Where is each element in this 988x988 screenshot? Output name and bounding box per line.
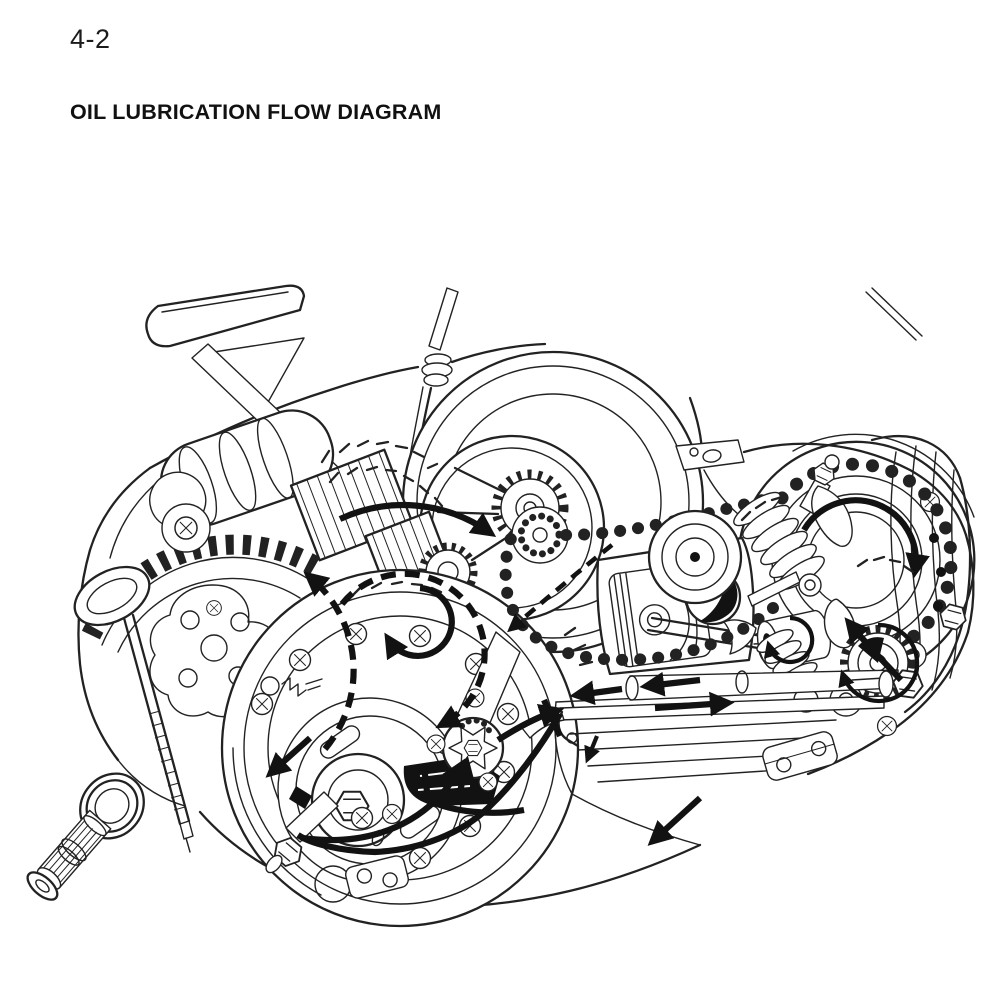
flow-arrow bbox=[339, 570, 488, 729]
case-bracket bbox=[345, 855, 409, 899]
flow-arrow bbox=[801, 497, 930, 579]
brake-rod bbox=[865, 287, 923, 341]
cover-screw-icon bbox=[206, 600, 222, 616]
flow-arrow bbox=[303, 571, 357, 751]
shaft-screw-icon bbox=[174, 516, 198, 540]
valve-stem bbox=[747, 571, 801, 607]
spring-screw-icon bbox=[281, 677, 323, 697]
oil-splash-marks bbox=[320, 439, 444, 508]
flow-arrow bbox=[844, 617, 904, 683]
wrist-pin bbox=[638, 604, 671, 636]
flow-arrow bbox=[496, 703, 565, 743]
crank-nose bbox=[285, 791, 339, 843]
oil-pump bbox=[403, 631, 563, 816]
head-screw-icon bbox=[876, 715, 898, 737]
flow-arrow bbox=[763, 615, 815, 665]
ball-bearing-icon bbox=[532, 527, 548, 543]
gear-selector-drum bbox=[149, 409, 335, 553]
pump-screw-icon bbox=[478, 772, 498, 792]
flow-arrow bbox=[838, 622, 920, 704]
oil-flow-arrows bbox=[265, 497, 930, 856]
cover-screw-icon bbox=[288, 648, 312, 672]
cover-screw-icon bbox=[250, 692, 274, 716]
cover-screw-icon bbox=[408, 624, 432, 648]
flow-arrow bbox=[450, 755, 475, 793]
oil-dipstick bbox=[73, 565, 194, 853]
cover-screw-icon bbox=[496, 702, 520, 726]
cover-screw-icon bbox=[408, 846, 432, 870]
engine-mount-lug bbox=[762, 731, 838, 781]
flow-arrow bbox=[384, 584, 455, 661]
flow-arrow bbox=[569, 680, 623, 706]
flow-arrow bbox=[647, 795, 703, 846]
mount-blade bbox=[145, 284, 306, 421]
oil-splash-marks bbox=[563, 495, 915, 667]
pump-screw-icon bbox=[426, 734, 446, 754]
output-shaft bbox=[26, 772, 145, 901]
chain-guide-roller bbox=[647, 509, 743, 605]
flow-arrow bbox=[584, 735, 600, 764]
flow-arrow bbox=[338, 501, 497, 537]
flow-arrow bbox=[654, 691, 735, 717]
flow-arrow bbox=[507, 543, 614, 633]
flow-arrow bbox=[639, 671, 701, 697]
page-number: 4-2 bbox=[70, 24, 111, 54]
rocker-arm bbox=[811, 485, 853, 547]
oil-delivery-pipes bbox=[521, 668, 926, 748]
pump-shaft-icon bbox=[463, 739, 483, 757]
oil-splash-marks bbox=[350, 580, 443, 598]
page-title: OIL LUBRICATION FLOW DIAGRAM bbox=[70, 100, 442, 125]
cover-screw-icon bbox=[381, 803, 403, 825]
flow-arrow bbox=[265, 735, 313, 778]
cover-screw-icon bbox=[350, 806, 374, 830]
